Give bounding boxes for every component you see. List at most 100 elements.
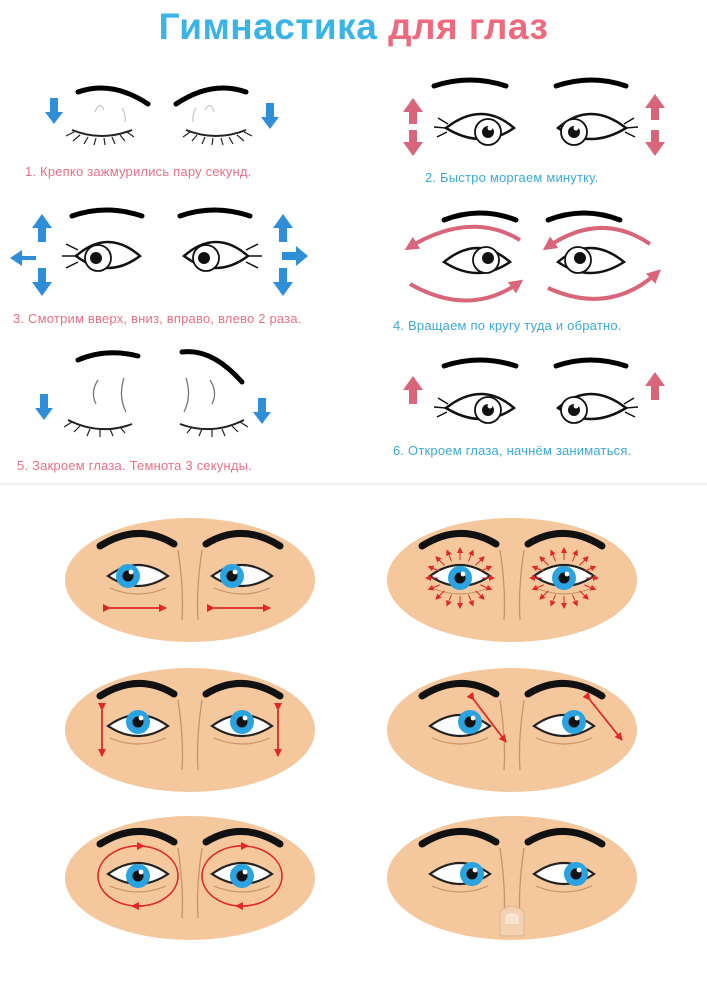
massage-arrow-icon xyxy=(584,584,597,591)
eye-highlight xyxy=(128,569,134,575)
bottom-panels xyxy=(65,518,637,940)
eye-highlight xyxy=(573,403,579,409)
nose-line xyxy=(518,549,525,621)
eyebrow xyxy=(524,530,606,550)
arrow-down-icon xyxy=(32,268,52,296)
arrow-down-icon xyxy=(261,103,279,129)
caption-exercise-1: 1. Крепко зажмурились пару секунд. xyxy=(25,164,252,179)
eye-highlight xyxy=(242,715,248,721)
eyebrow xyxy=(96,680,178,700)
nose-line xyxy=(177,549,184,621)
pupil xyxy=(482,252,494,264)
exercise-2-figure xyxy=(403,77,665,156)
caption-exercise-4: 4. Вращаем по кругу туда и обратно. xyxy=(393,318,622,333)
massage-arrow-icon xyxy=(539,590,549,600)
face-panel-look-up-down xyxy=(65,668,315,792)
eyebrow xyxy=(553,77,629,89)
arrow-down-icon xyxy=(403,130,423,156)
title-part-2: для глаз xyxy=(388,6,549,47)
eyebrow xyxy=(553,357,629,369)
eyelashes xyxy=(433,117,449,138)
pupil xyxy=(198,252,210,264)
massage-arrow-icon xyxy=(427,565,440,572)
eye-highlight xyxy=(460,571,466,577)
eyelashes xyxy=(62,243,79,269)
eyebrow xyxy=(96,530,178,550)
skin-ellipse xyxy=(387,668,637,792)
eyebrow xyxy=(431,77,509,89)
arrow-down-icon xyxy=(45,98,63,124)
eye-highlight xyxy=(564,571,570,577)
eyebrow xyxy=(418,680,500,700)
face-panel-look-at-finger xyxy=(387,816,637,940)
arrow-up-icon xyxy=(403,376,423,404)
section-divider xyxy=(0,483,707,485)
curved-arrow-icon xyxy=(547,269,661,301)
eyelashes xyxy=(245,243,262,269)
arrow-up-icon xyxy=(32,214,52,242)
eyebrow xyxy=(173,85,249,107)
caption-exercise-6: 6. Откроем глаза, начнём заниматься. xyxy=(393,443,632,458)
caption-exercise-5: 5. Закроем глаза. Темнота 3 секунды. xyxy=(17,458,252,473)
eyebrow xyxy=(202,680,284,700)
nose-line xyxy=(499,549,506,621)
eye-highlight xyxy=(138,869,144,875)
eye-highlight xyxy=(138,715,144,721)
eye-highlight xyxy=(573,125,579,131)
massage-arrow-icon xyxy=(446,594,453,607)
eyebrow xyxy=(177,207,253,219)
massage-arrow-icon xyxy=(579,590,589,600)
lower-eyelid-line xyxy=(431,885,489,893)
eyebrow xyxy=(524,680,606,700)
arrow-up-icon xyxy=(403,98,423,124)
lower-eyelid-line xyxy=(213,587,271,595)
closed-eyelid xyxy=(185,129,247,137)
face-panel-look-diagonal xyxy=(387,668,637,792)
skin-ellipse xyxy=(65,518,315,642)
massage-arrow-icon xyxy=(475,590,485,600)
eyebrow xyxy=(545,210,623,223)
eyebrow xyxy=(441,357,519,369)
nose-line xyxy=(196,847,203,919)
massage-arrow-icon xyxy=(531,565,544,572)
eye-highlight xyxy=(242,869,248,875)
massage-arrow-icon xyxy=(427,584,440,591)
eyebrow xyxy=(202,828,284,848)
lower-eyelid-line xyxy=(535,885,593,893)
face-panel-massage-around-eyes xyxy=(387,518,637,642)
eyelid-crease xyxy=(192,105,215,123)
exercise-6-figure xyxy=(403,357,665,424)
massage-arrow-icon xyxy=(446,549,453,562)
eyelashes xyxy=(63,421,126,437)
closed-eyelid xyxy=(179,419,245,431)
eyebrow xyxy=(524,828,606,848)
lower-eyelid-line xyxy=(213,737,271,745)
lower-eyelid-line xyxy=(109,737,167,745)
lower-eyelid-line xyxy=(213,885,271,893)
massage-arrow-icon xyxy=(475,556,485,566)
eyelashes xyxy=(182,131,253,146)
eyebrow xyxy=(96,828,178,848)
eyelashes xyxy=(433,397,449,418)
skin-ellipse xyxy=(387,816,637,940)
nose-line xyxy=(196,549,203,621)
arrow-down-icon xyxy=(273,268,293,296)
arrow-down-icon xyxy=(253,398,271,424)
massage-arrow-icon xyxy=(435,590,445,600)
exercise-3-figure xyxy=(10,207,308,296)
eye-highlight xyxy=(487,403,493,409)
lower-eyelid-line xyxy=(109,885,167,893)
arrow-down-icon xyxy=(35,394,53,420)
closed-eyelid xyxy=(71,129,133,137)
massage-arrow-icon xyxy=(539,556,549,566)
eye-highlight xyxy=(470,715,476,721)
massage-arrow-icon xyxy=(584,565,597,572)
nose-line xyxy=(196,699,203,771)
eyelashes xyxy=(623,397,639,418)
massage-arrow-icon xyxy=(550,549,557,562)
caption-exercise-3: 3. Смотрим вверх, вниз, вправо, влево 2 … xyxy=(13,311,302,326)
eyelid-crease xyxy=(183,377,216,413)
eye-highlight xyxy=(487,125,493,131)
exercise-5-figure xyxy=(35,349,271,437)
arrow-up-icon xyxy=(273,214,293,242)
